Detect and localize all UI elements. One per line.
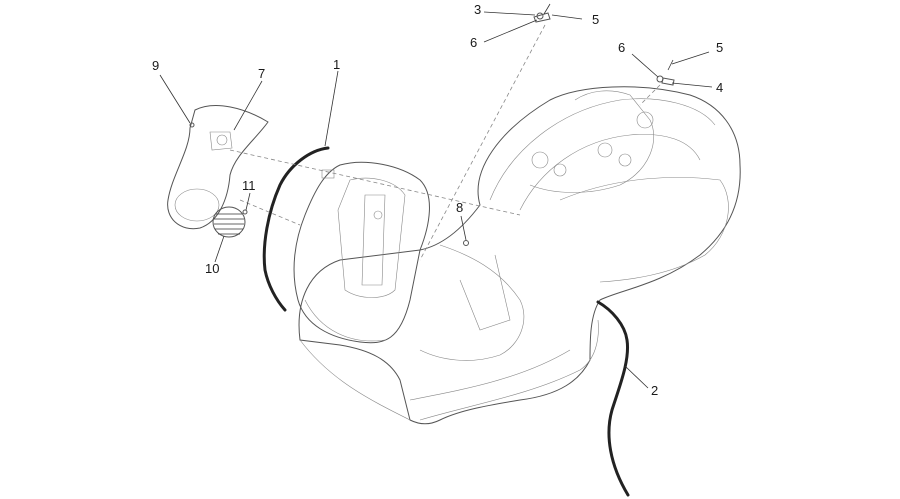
horn-grille [212, 206, 246, 238]
assembly-lines [229, 24, 661, 261]
seal-strip-side [596, 300, 630, 497]
scooter-body [298, 86, 741, 425]
seal-strip-front [262, 146, 330, 312]
callout-9: 9 [152, 58, 159, 73]
callout-4: 4 [716, 80, 723, 95]
callout-3: 3 [474, 2, 481, 17]
callout-labels: 3 5 6 6 5 4 1 7 9 8 11 10 2 [152, 2, 723, 398]
callout-8: 8 [456, 200, 463, 215]
callout-6-right: 6 [618, 40, 625, 55]
callout-6-top: 6 [470, 35, 477, 50]
callout-2: 2 [651, 383, 658, 398]
callout-11: 11 [242, 178, 256, 193]
horn-cover [167, 105, 269, 230]
callout-1: 1 [333, 57, 340, 72]
callout-7: 7 [258, 66, 265, 81]
callout-5-top: 5 [592, 12, 599, 27]
leader-lines [159, 11, 713, 389]
callout-5-right: 5 [716, 40, 723, 55]
callout-10: 10 [205, 261, 219, 276]
leg-shield [293, 161, 430, 344]
